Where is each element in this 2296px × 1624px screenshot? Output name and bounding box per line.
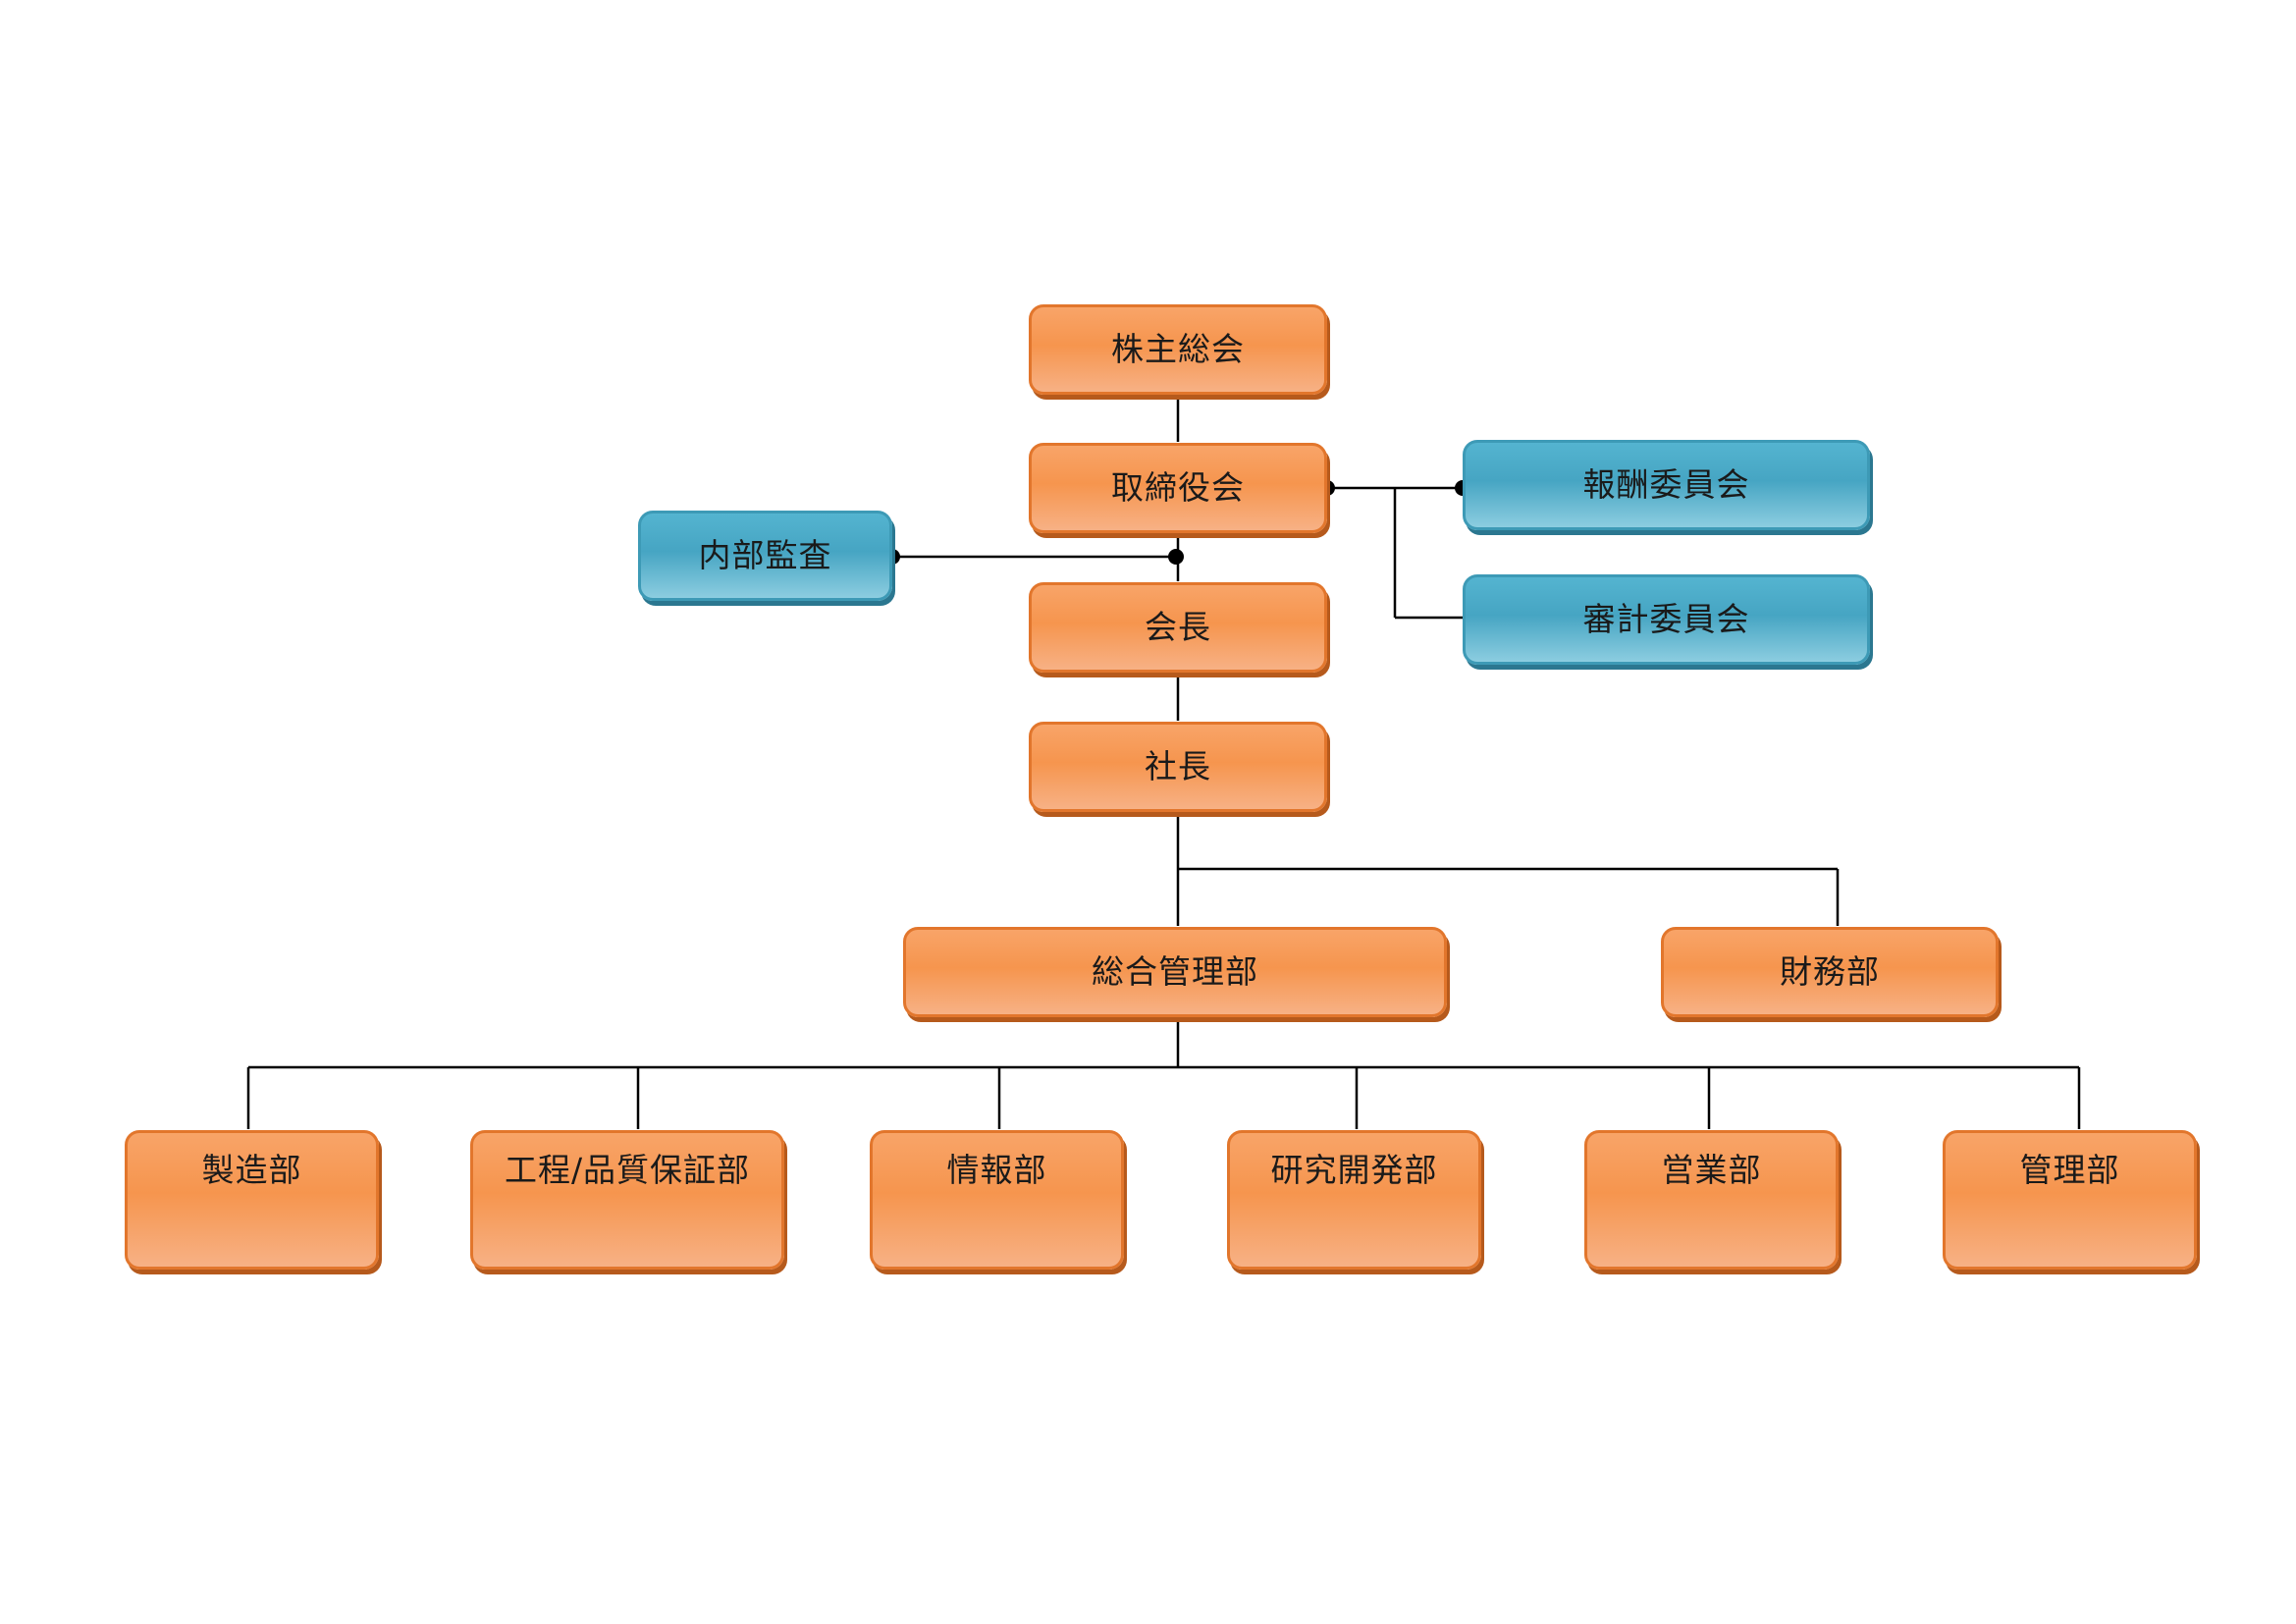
node-label: 報酬委員会 [1582, 465, 1750, 505]
connector-dot [1168, 549, 1184, 565]
node-internal-audit: 内部監査 [638, 511, 892, 601]
node-shareholders: 株主総会 [1029, 304, 1327, 395]
node-label: 研究開発部 [1270, 1151, 1438, 1189]
node-information: 情報部 [870, 1130, 1124, 1270]
node-chairman: 会長 [1029, 582, 1327, 673]
node-label: 製造部 [201, 1151, 302, 1189]
node-finance: 財務部 [1661, 927, 1999, 1017]
node-label: 情報部 [946, 1151, 1047, 1189]
node-label: 審計委員会 [1582, 600, 1750, 639]
node-label: 営業部 [1661, 1151, 1762, 1189]
node-label: 取締役会 [1111, 468, 1245, 508]
node-label: 総合管理部 [1092, 952, 1258, 992]
node-president: 社長 [1029, 722, 1327, 812]
node-manufacturing: 製造部 [125, 1130, 379, 1270]
node-label: 財務部 [1780, 952, 1880, 992]
node-engineering-qa: 工程/品質保証部 [470, 1130, 784, 1270]
node-label: 内部監査 [698, 536, 832, 575]
node-label: 株主総会 [1111, 330, 1245, 369]
node-rnd: 研究開発部 [1227, 1130, 1481, 1270]
node-general-management: 総合管理部 [903, 927, 1447, 1017]
node-label: 工程/品質保証部 [504, 1151, 751, 1189]
node-sales: 営業部 [1584, 1130, 1839, 1270]
node-label: 会長 [1145, 608, 1211, 647]
node-audit-committee: 審計委員会 [1463, 574, 1870, 665]
node-board: 取締役会 [1029, 443, 1327, 533]
node-remuneration-committee: 報酬委員会 [1463, 440, 1870, 530]
node-administration: 管理部 [1943, 1130, 2197, 1270]
node-label: 管理部 [2019, 1151, 2120, 1189]
node-label: 社長 [1145, 747, 1211, 786]
